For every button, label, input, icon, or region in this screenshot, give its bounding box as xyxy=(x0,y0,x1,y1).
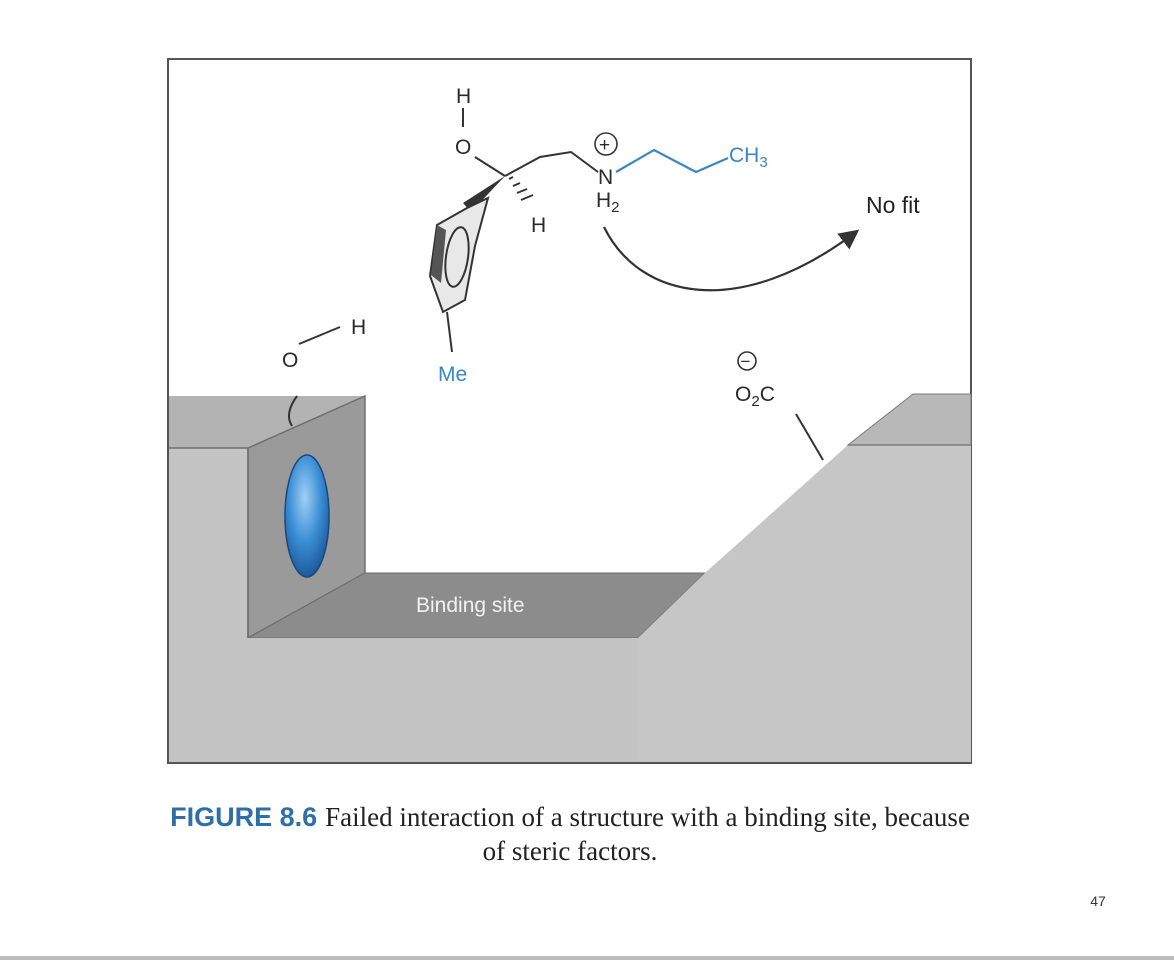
wedge-bond xyxy=(463,176,505,212)
surface-front-left xyxy=(169,448,248,638)
methyl-label: CH3 xyxy=(729,144,768,171)
page-number: 47 xyxy=(1090,893,1106,909)
no-fit-label: No fit xyxy=(866,192,920,218)
no-fit-arrow xyxy=(603,226,860,292)
carboxylate-charge: − xyxy=(741,352,751,371)
surface-front-lower xyxy=(169,638,638,762)
hashed-bond xyxy=(508,176,534,201)
ligand-o-label: O xyxy=(455,136,471,159)
charge-plus: + xyxy=(599,135,610,156)
site-oh-h-label: H xyxy=(351,316,366,339)
surface-slope xyxy=(638,445,971,762)
caption-text: Failed interaction of a structure with a… xyxy=(325,802,970,866)
ammonium-n-label: N xyxy=(598,166,613,189)
site-oh-o-label: O xyxy=(282,349,298,372)
propyl-chain xyxy=(615,148,729,174)
binding-surface: O H − O2C Binding site xyxy=(169,316,972,762)
chiral-h-label: H xyxy=(531,214,546,237)
ligand-molecule: H O H + N H2 xyxy=(428,85,920,386)
caption-label: FIGURE 8.6 xyxy=(170,802,318,832)
ammonium-h2-label: H2 xyxy=(596,189,620,216)
bottom-divider xyxy=(0,956,1174,960)
benzene-ring xyxy=(428,196,490,314)
site-oh-bond xyxy=(287,395,298,427)
binding-site-label: Binding site xyxy=(416,594,525,617)
ring-me-label: Me xyxy=(438,363,467,386)
ligand-h-label: H xyxy=(456,85,471,108)
figure-illustration: O H − O2C Binding site H O xyxy=(167,58,972,764)
carboxylate-bond xyxy=(795,413,824,461)
carboxylate-label: O2C xyxy=(735,383,775,410)
hydrophobic-pocket-oval xyxy=(284,454,330,578)
